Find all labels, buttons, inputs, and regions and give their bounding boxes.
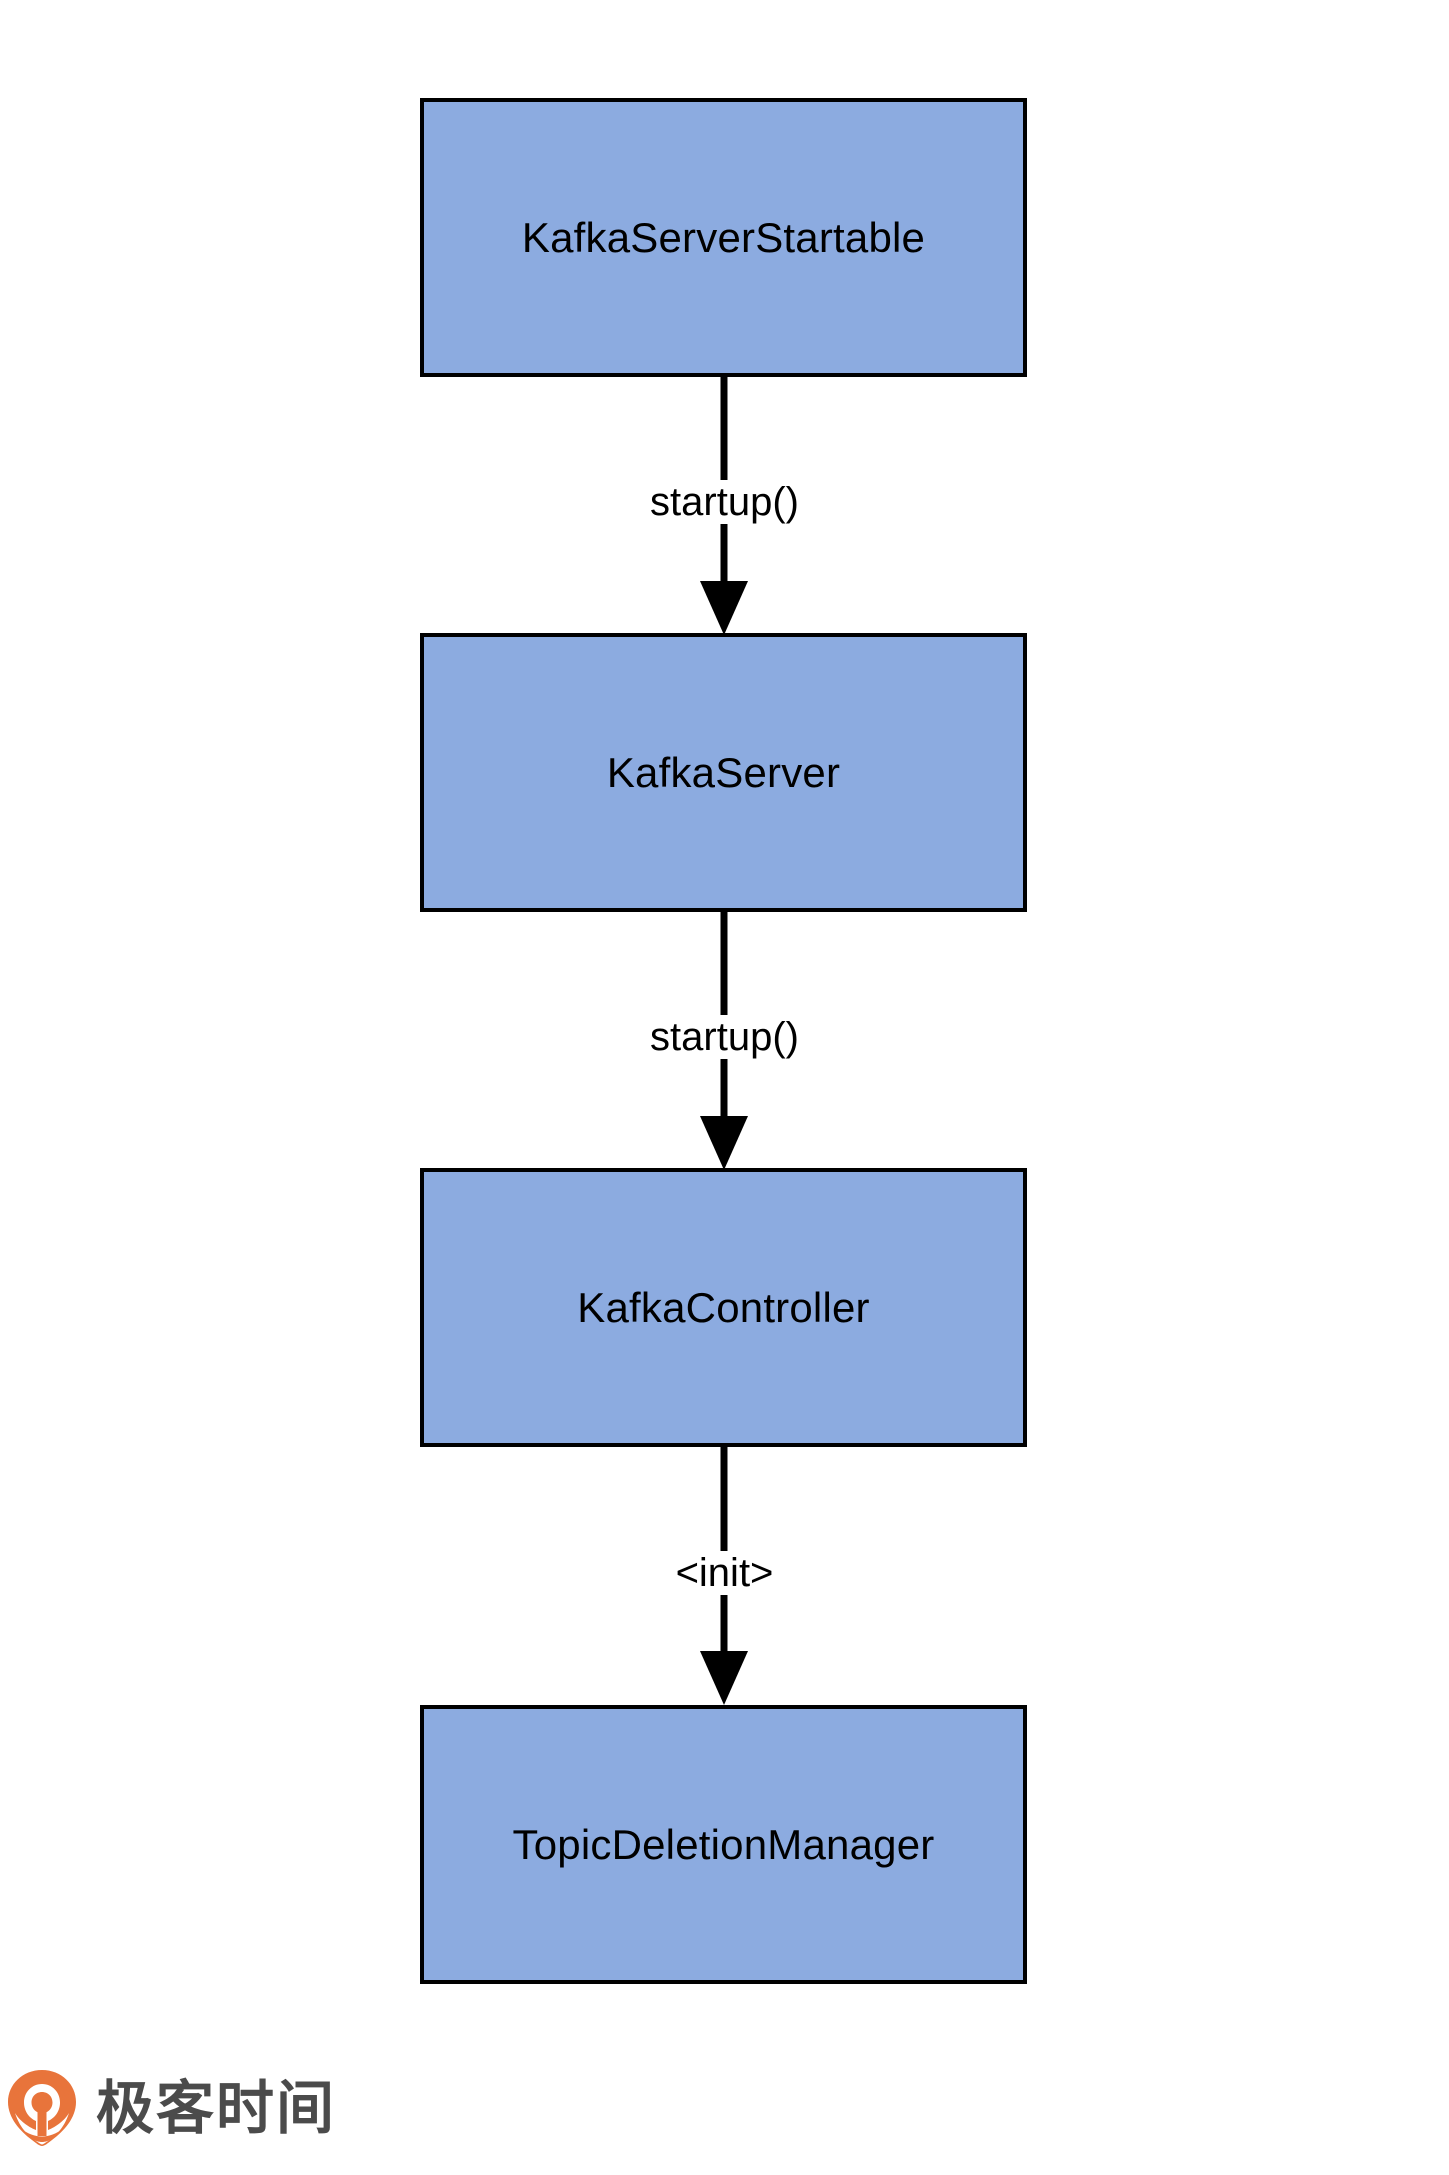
geektime-logo-icon — [8, 2070, 76, 2146]
edge-label-startup-1: startup() — [0, 480, 1449, 524]
node-kafka-controller[interactable]: KafkaController — [420, 1168, 1027, 1447]
node-topic-deletion-manager[interactable]: TopicDeletionManager — [420, 1705, 1027, 1984]
edge-label-text: startup() — [640, 480, 809, 524]
edge-label-startup-2: startup() — [0, 1015, 1449, 1059]
node-label: KafkaServerStartable — [521, 213, 926, 261]
edge-label-text: startup() — [640, 1015, 809, 1059]
node-label: KafkaController — [577, 1283, 870, 1331]
node-kafka-server-startable[interactable]: KafkaServerStartable — [420, 98, 1027, 377]
brand-watermark: 极客时间 — [6, 2068, 336, 2148]
brand-text: 极客时间 — [96, 2074, 337, 2142]
node-label: TopicDeletionManager — [512, 1820, 935, 1868]
edge-label-init: <init> — [0, 1551, 1449, 1595]
node-kafka-server[interactable]: KafkaServer — [420, 633, 1027, 912]
node-label: KafkaServer — [606, 748, 841, 796]
edge-label-text: <init> — [665, 1551, 784, 1595]
